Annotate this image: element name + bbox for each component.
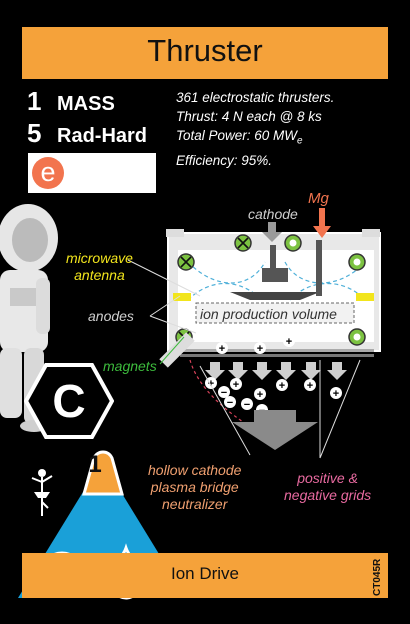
svg-text:+: + <box>257 389 263 401</box>
ion-beam-arrows <box>205 362 347 380</box>
mass-label: MASS <box>57 93 115 115</box>
magnets-label: magnets <box>103 358 157 374</box>
magnets-top <box>177 234 366 271</box>
ion-thruster-diagram: + + + + − + − − + + + + − <box>127 208 381 459</box>
grids-label-line-1: positive & <box>297 470 358 486</box>
microwave-antenna-right <box>356 293 374 301</box>
svg-text:+: + <box>233 379 239 391</box>
footer-bar: Ion Drive <box>22 553 388 598</box>
footer-title: Ion Drive <box>170 564 240 583</box>
svg-text:+: + <box>286 336 292 348</box>
description-line-1: 361 electrostatic thrusters. <box>176 90 335 105</box>
svg-text:+: + <box>208 378 214 390</box>
exhaust-arrow <box>232 410 318 450</box>
mass-stat: 1 MASS <box>27 86 115 117</box>
svg-text:−: − <box>227 397 233 409</box>
description-line-3-text: Total Power: 60 MW <box>176 128 298 143</box>
microwave-label-line-1: microwave <box>66 250 133 266</box>
mass-value: 1 <box>27 86 42 116</box>
anodes-label: anodes <box>88 308 134 324</box>
hexagon-c-letter: C <box>52 375 85 427</box>
svg-text:−: − <box>244 399 250 411</box>
rad-hard-label: Rad-Hard <box>57 125 148 147</box>
description-line-2: Thrust: 4 N each @ 8 ks <box>176 109 322 124</box>
svg-text:−: − <box>221 387 227 399</box>
svg-text:+: + <box>279 380 285 392</box>
description-line-3-subscript: e <box>297 135 303 147</box>
title-bar: Thruster <box>22 27 388 79</box>
microwave-label-line-2: antenna <box>74 267 125 283</box>
grids-label: positive & negative grids <box>284 470 371 504</box>
mg-label: Mg <box>308 190 329 207</box>
description-line-4: Efficiency: 95%. <box>176 152 273 168</box>
cathode-label: cathode <box>248 206 298 222</box>
hollow-cathode-line-1: hollow cathode <box>148 462 242 478</box>
hexagon-c-icon: C <box>24 363 114 439</box>
card-code: CT045R <box>372 558 383 596</box>
card-title: Thruster <box>147 33 263 68</box>
svg-text:+: + <box>307 380 313 392</box>
svg-text:+: + <box>257 343 263 355</box>
rad-hard-value: 5 <box>27 118 42 148</box>
ion-charges: + + + + − + − − + + + + − <box>205 335 342 417</box>
card-description: 361 electrostatic thrusters. Thrust: 4 N… <box>176 88 386 170</box>
ion-production-volume-label: ion production volume <box>200 306 337 322</box>
hollow-cathode-line-3: neutralizer <box>162 496 228 512</box>
hollow-cathode-label: hollow cathode plasma bridge neutralizer <box>148 462 241 513</box>
microwave-antenna-left <box>173 293 191 301</box>
microwave-antenna-label: microwave antenna <box>66 250 133 284</box>
hollow-cathode-line-2: plasma bridge <box>150 479 239 495</box>
grids-label-line-2: negative grids <box>284 487 372 503</box>
svg-text:+: + <box>333 388 339 400</box>
rad-hard-stat: 5 Rad-Hard <box>27 118 147 149</box>
spectral-type-box: e <box>27 152 157 194</box>
supply-top-number: 1 <box>88 451 102 478</box>
description-line-3: Total Power: 60 MWe <box>176 126 386 151</box>
svg-text:+: + <box>219 343 225 355</box>
ballerina-icon <box>31 469 53 516</box>
spectral-type-badge: e <box>32 157 64 189</box>
